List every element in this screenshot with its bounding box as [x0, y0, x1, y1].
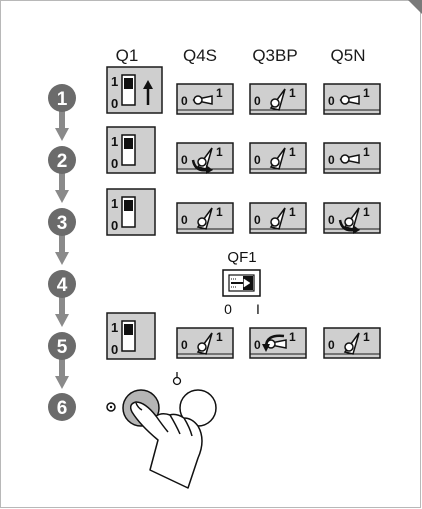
svg-text:0: 0: [111, 218, 118, 233]
q4s-rotary-step5: 0 1: [176, 327, 234, 359]
svg-text:0: 0: [328, 213, 335, 227]
svg-text:1: 1: [363, 205, 370, 219]
svg-text:1: 1: [289, 330, 296, 344]
breaker-label-on: I: [256, 301, 260, 317]
svg-text:1: 1: [216, 145, 223, 159]
svg-text:1: 1: [289, 86, 296, 100]
step-badge-4: 4: [48, 270, 76, 298]
breaker-qf1: QF1 0 I: [222, 249, 261, 317]
step-badge-2: 2: [48, 146, 76, 174]
q1-switch-step1: 1 0: [106, 66, 163, 114]
svg-text:0: 0: [181, 153, 188, 167]
svg-text:0: 0: [328, 338, 335, 352]
svg-text:1: 1: [216, 330, 223, 344]
q4s-rotary-step2: 0 1: [176, 142, 234, 174]
q5n-rotary-step5: 0 1: [323, 327, 381, 359]
header-q3bp: Q3BP: [252, 46, 298, 65]
q3bp-rotary-step5: 0 1: [249, 327, 307, 359]
header-q1: Q1: [115, 46, 139, 65]
svg-text:0: 0: [111, 96, 118, 111]
up-arrow-icon: [143, 80, 153, 105]
breaker-name: QF1: [227, 249, 256, 266]
svg-text:1: 1: [363, 330, 370, 344]
svg-text:0: 0: [111, 156, 118, 171]
breaker-label-off: 0: [224, 301, 232, 317]
svg-text:1: 1: [363, 145, 370, 159]
step-number-2: 2: [57, 151, 68, 172]
step-badge-5: 5: [48, 332, 76, 360]
q5n-rotary-step2: 0 1: [323, 142, 381, 174]
q5n-rotary-step1: 0 1: [323, 83, 381, 115]
q3bp-rotary-step1: 0 1: [249, 83, 307, 115]
svg-text:0: 0: [254, 213, 261, 227]
svg-text:1: 1: [216, 86, 223, 100]
step-number-5: 5: [57, 337, 68, 358]
corner-marker: [408, 0, 422, 14]
q1-switch-step5: 1 0: [106, 312, 156, 360]
svg-text:1: 1: [111, 74, 118, 89]
step-number-1: 1: [57, 89, 68, 110]
q4s-rotary-step1: 0 1: [176, 83, 234, 115]
rotate-arrow-icon: [338, 219, 356, 232]
header-q4s: Q4S: [182, 46, 218, 65]
step-badge-1: 1: [48, 84, 76, 112]
step-badge-3: 3: [48, 208, 76, 236]
rotate-arrow-icon: [191, 159, 209, 172]
q5n-rotary-step3: 0 1: [323, 202, 381, 234]
svg-text:0: 0: [254, 338, 261, 352]
q3bp-rotary-step2: 0 1: [249, 142, 307, 174]
hand-pressing-icon: [129, 401, 203, 489]
q1-switch-step2: 1 0: [106, 126, 156, 174]
svg-text:1: 1: [289, 205, 296, 219]
step-number-3: 3: [57, 213, 68, 234]
svg-text:1: 1: [216, 205, 223, 219]
svg-text:1: 1: [111, 134, 118, 149]
svg-text:0: 0: [328, 94, 335, 108]
svg-text:0: 0: [328, 153, 335, 167]
svg-text:1: 1: [289, 145, 296, 159]
svg-text:0: 0: [181, 213, 188, 227]
svg-text:0: 0: [111, 342, 118, 357]
header-q5n: Q5N: [330, 46, 366, 65]
step-badge-6: 6: [48, 393, 76, 421]
svg-text:1: 1: [111, 196, 118, 211]
step-number-6: 6: [57, 398, 68, 419]
step-number-4: 4: [57, 275, 68, 296]
svg-text:0: 0: [181, 94, 188, 108]
svg-text:0: 0: [254, 153, 261, 167]
svg-text:0: 0: [254, 94, 261, 108]
q4s-rotary-step3: 0 1: [176, 202, 234, 234]
step-arrows: [55, 110, 69, 389]
svg-text:0: 0: [181, 338, 188, 352]
q3bp-rotary-step3: 0 1: [249, 202, 307, 234]
svg-text:1: 1: [111, 320, 118, 335]
svg-text:1: 1: [363, 86, 370, 100]
q1-switch-step3: 1 0: [106, 188, 156, 236]
